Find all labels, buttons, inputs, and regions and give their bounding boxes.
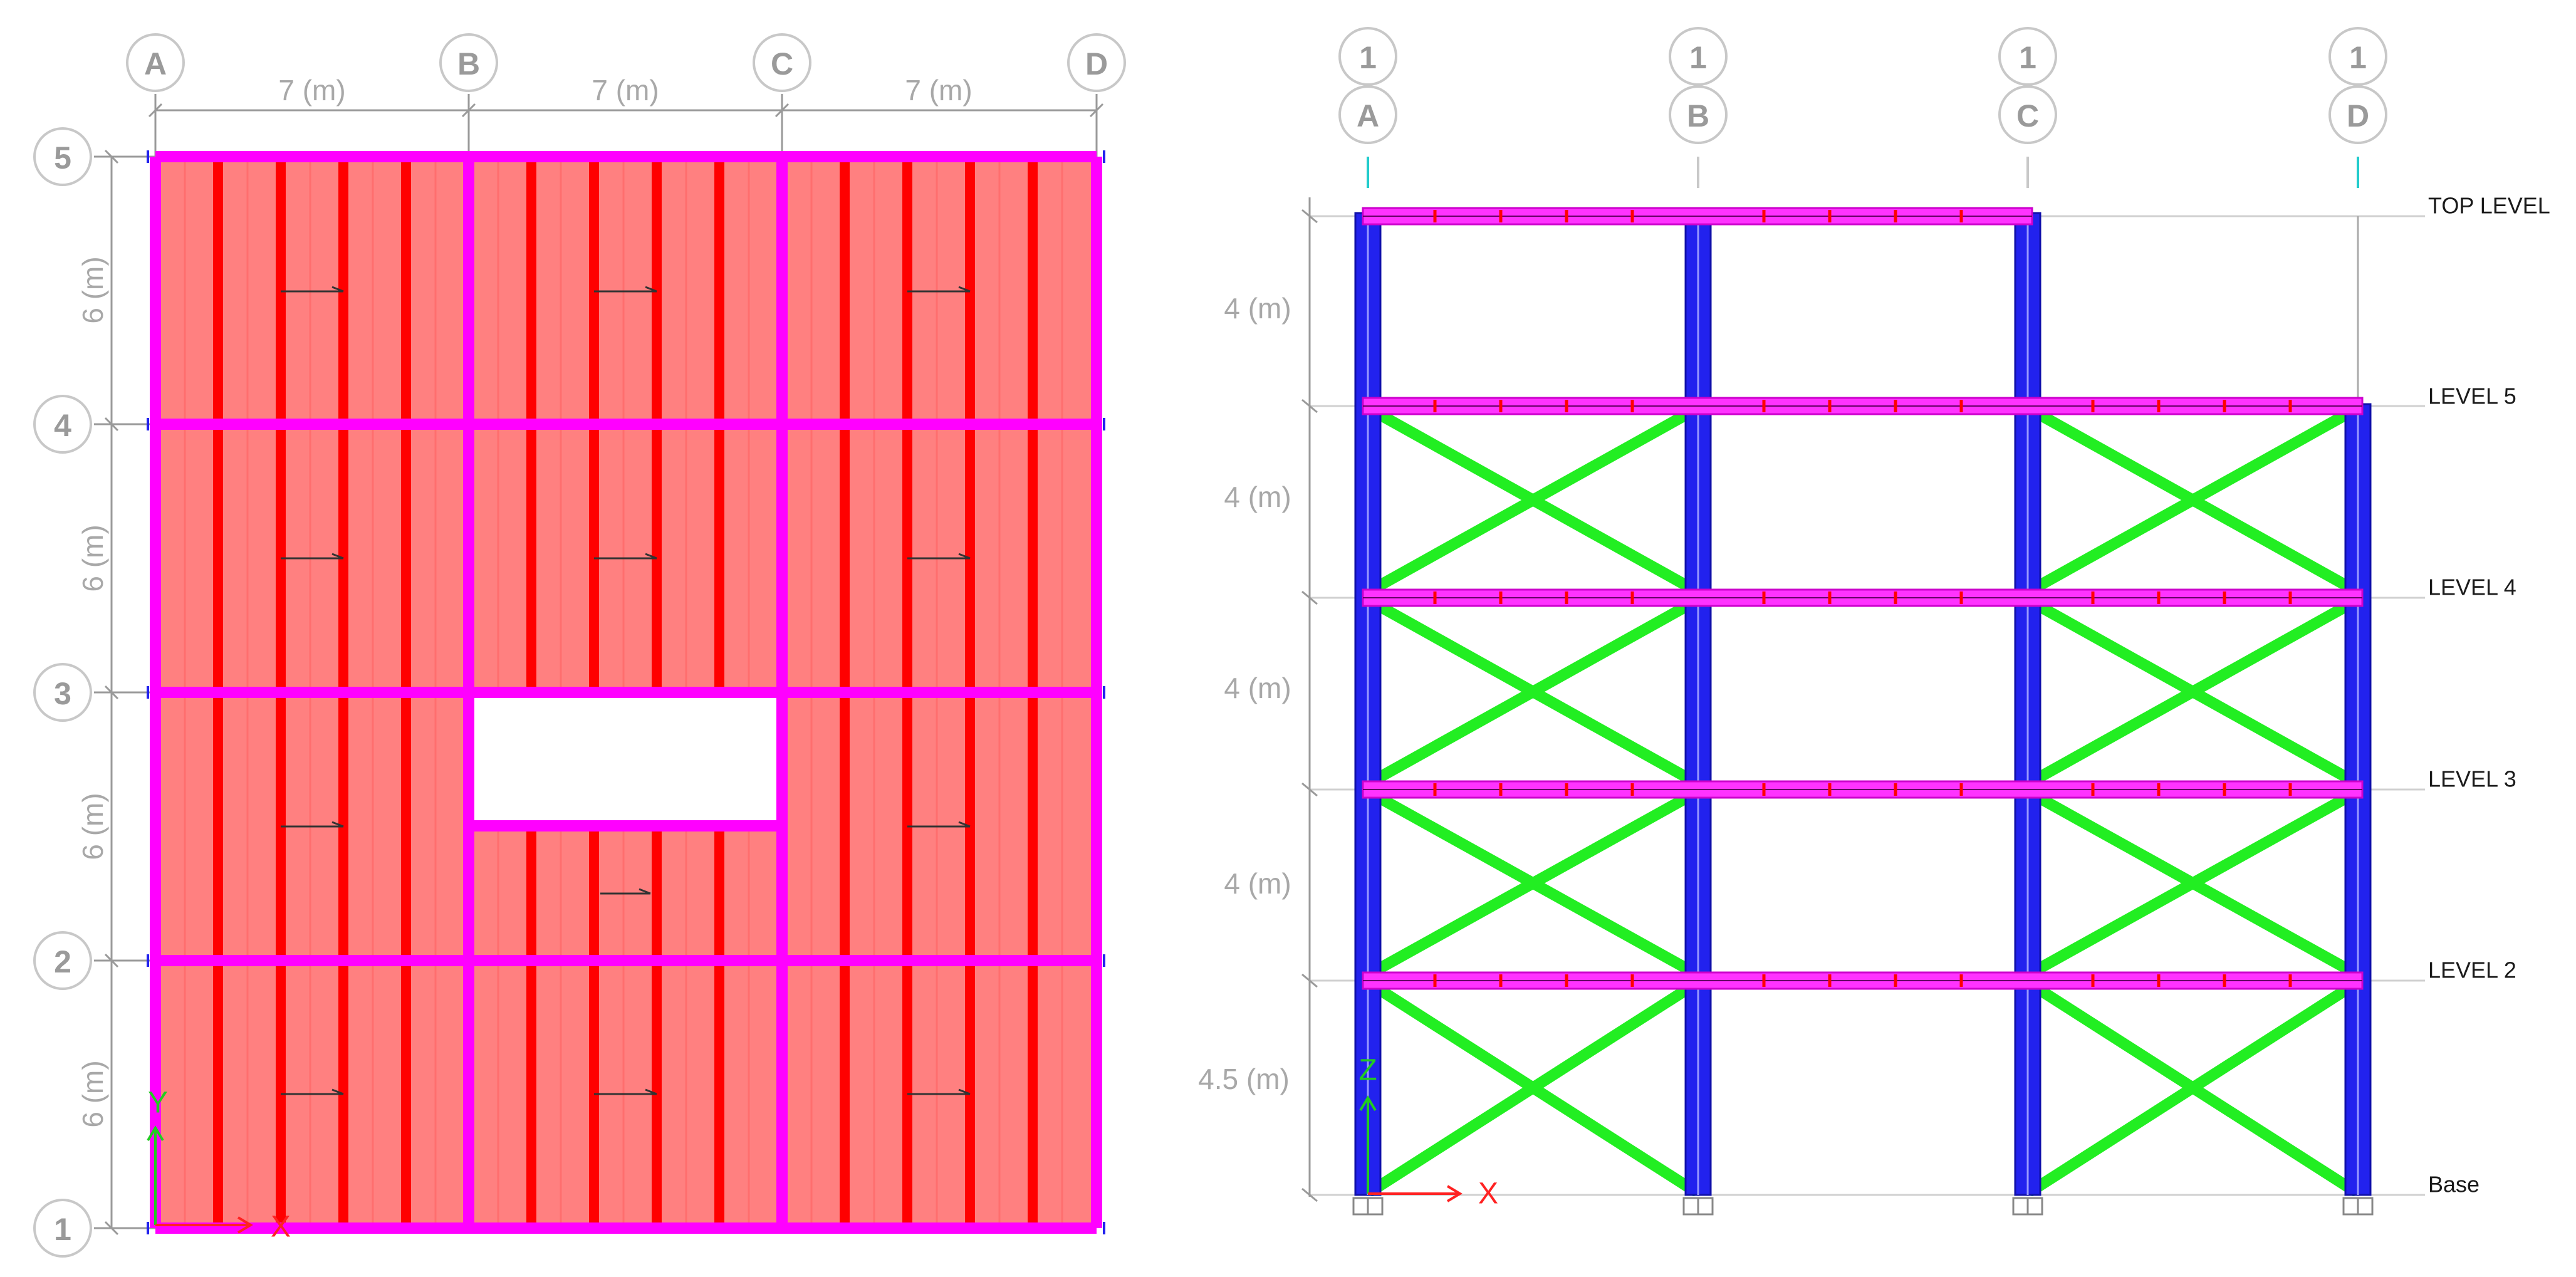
elev-grid-bubble-row-b: 1 <box>1669 27 1728 86</box>
elev-grid-bubble-c: C <box>1998 85 2057 144</box>
level-label-3: LEVEL 3 <box>2428 766 2516 792</box>
svg-text:1: 1 <box>54 1212 71 1247</box>
plan-top-dimensions: 7 (m) 7 (m) 7 (m) <box>148 74 1104 157</box>
elev-beam-ticks <box>1433 210 2292 987</box>
slab-opening <box>474 697 777 821</box>
plan-left-dimensions: 6 (m) 6 (m) 6 (m) 6 (m) <box>76 149 163 1236</box>
svg-text:5: 5 <box>54 140 71 175</box>
svg-text:1: 1 <box>2349 40 2367 75</box>
elev-grid-bubble-row-d: 1 <box>2328 27 2387 86</box>
elev-grid-bubble-row-a: 1 <box>1338 27 1397 86</box>
elev-grid-bubble-b: B <box>1669 85 1728 144</box>
span-direction-arrows <box>281 286 971 1095</box>
dim-label-bc: 7 (m) <box>592 74 659 107</box>
level-label-4: LEVEL 4 <box>2428 575 2516 600</box>
dim-label-row-4-5: 6 (m) <box>76 256 109 323</box>
elev-column-centerlines <box>1367 216 2359 1195</box>
elev-grid-leaders <box>1367 157 2359 188</box>
floor-plan-view: 7 (m) 7 (m) 7 (m) 6 (m) 6 (m) 6 (m) 6 (m… <box>33 33 1126 1258</box>
story-height-top: 4 (m) <box>1224 292 1291 325</box>
elev-grid-bubble-row-c: 1 <box>1998 27 2057 86</box>
elev-axis-x-label: X <box>1478 1177 1498 1211</box>
svg-text:1: 1 <box>1359 40 1377 75</box>
svg-text:D: D <box>1085 46 1108 81</box>
story-height-4: 4 (m) <box>1224 672 1291 704</box>
elev-axis-indicator: Z X <box>1358 1054 1498 1211</box>
story-height-5: 4 (m) <box>1224 481 1291 513</box>
level-label-2: LEVEL 2 <box>2428 957 2516 983</box>
svg-text:C: C <box>771 46 793 81</box>
story-dimension-line: 4 (m) 4 (m) 4 (m) 4 (m) 4.5 (m) <box>1198 197 1318 1202</box>
level-label-base: Base <box>2428 1172 2480 1197</box>
plan-axis-x-label: X <box>271 1211 291 1244</box>
svg-text:3: 3 <box>54 676 71 711</box>
grid-bubble-b: B <box>439 33 498 92</box>
plan-beams <box>150 151 1102 1234</box>
grid-bubble-a: A <box>126 33 185 92</box>
svg-text:1: 1 <box>1689 40 1707 75</box>
svg-text:B: B <box>1687 98 1709 133</box>
dim-label-row-1-2: 6 (m) <box>76 1060 109 1127</box>
grid-bubble-c: C <box>753 33 811 92</box>
svg-text:2: 2 <box>54 944 71 979</box>
level-label-5: LEVEL 5 <box>2428 383 2516 409</box>
plan-axis-indicator: Y X <box>147 1087 291 1244</box>
dim-label-row-3-4: 6 (m) <box>76 524 109 592</box>
grid-bubble-d: D <box>1067 33 1126 92</box>
svg-text:D: D <box>2347 98 2369 133</box>
dim-label-row-2-3: 6 (m) <box>76 793 109 860</box>
svg-text:4: 4 <box>54 408 71 443</box>
elev-braces <box>1367 405 2359 1196</box>
elev-supports <box>1352 1197 2374 1216</box>
elev-axis-z-label: Z <box>1358 1054 1377 1087</box>
plan-axis-y-label: Y <box>148 1087 168 1120</box>
svg-text:1: 1 <box>2019 40 2036 75</box>
story-height-3: 4 (m) <box>1224 867 1291 900</box>
elev-grid-bubble-d: D <box>2328 85 2387 144</box>
dim-label-ab: 7 (m) <box>278 74 345 107</box>
grid-bubble-1: 1 <box>33 1199 92 1258</box>
svg-text:A: A <box>1357 98 1379 133</box>
elev-beam-centerlines <box>1363 216 2362 981</box>
dim-label-cd: 7 (m) <box>905 74 972 107</box>
svg-text:C: C <box>2016 98 2039 133</box>
elev-grid-bubble-a: A <box>1338 85 1397 144</box>
grid-bubble-2: 2 <box>33 931 92 990</box>
grid-bubble-5: 5 <box>33 127 92 186</box>
grid-bubble-3: 3 <box>33 663 92 722</box>
svg-text:A: A <box>144 46 167 81</box>
svg-text:B: B <box>457 46 480 81</box>
grid-bubble-4: 4 <box>33 395 92 454</box>
level-label-top: TOP LEVEL <box>2428 193 2550 219</box>
plan-beam-end-ticks <box>147 150 1105 1234</box>
story-height-2: 4.5 (m) <box>1198 1063 1290 1095</box>
elevation-view: 1 1 1 1 A B C D <box>1198 27 2550 1216</box>
